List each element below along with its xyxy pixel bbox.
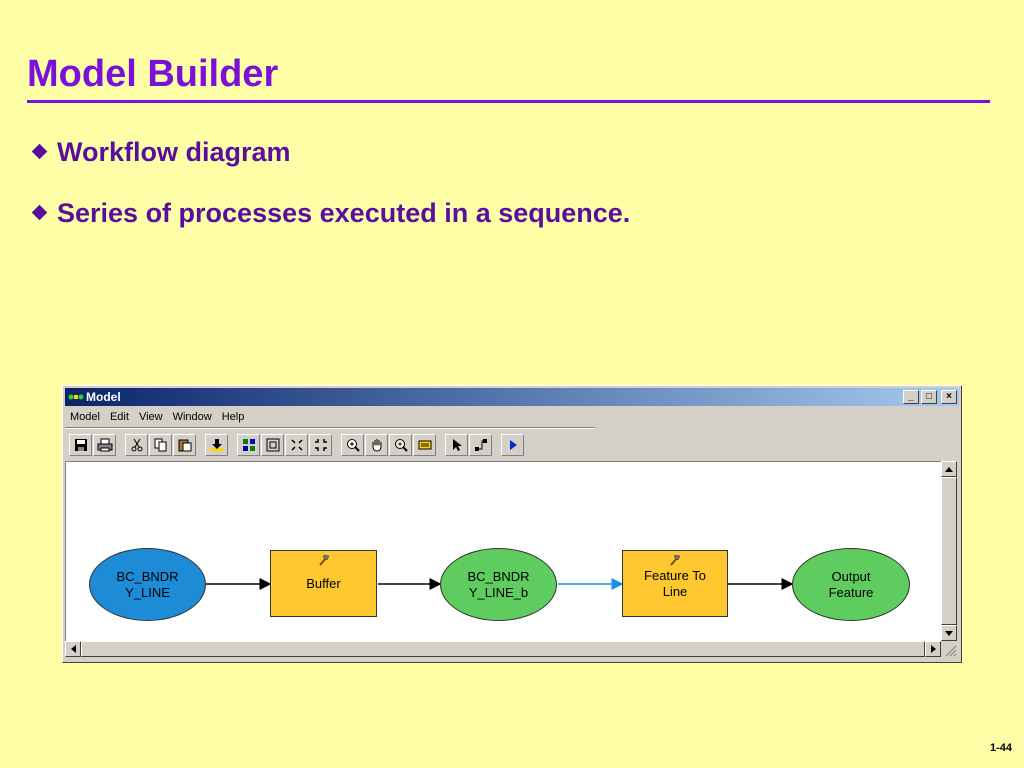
- window-titlebar[interactable]: Model _ □ ×: [65, 388, 959, 406]
- menu-model[interactable]: Model: [70, 411, 100, 423]
- scroll-left-button[interactable]: [65, 641, 81, 657]
- page-number: 1-44: [989, 742, 1012, 754]
- arrow-down-icon: [945, 630, 953, 636]
- pan-icon: [372, 439, 381, 452]
- cut-button[interactable]: [125, 434, 148, 456]
- paste-icon: [178, 439, 191, 452]
- output-data-node[interactable]: Output Feature: [792, 548, 910, 621]
- full-extent-button[interactable]: [261, 434, 284, 456]
- select-all-icon: [242, 439, 255, 451]
- menu-window[interactable]: Window: [172, 411, 212, 423]
- connect-icon: [474, 439, 487, 451]
- menu-bar: Model Edit View Window Help: [65, 408, 959, 427]
- scroll-thumb[interactable]: [941, 477, 957, 625]
- resize-grip[interactable]: [941, 641, 957, 657]
- cut-icon: [131, 438, 142, 452]
- model-canvas[interactable]: BC_BNDR Y_LINE Buffer BC_BNDR Y_LINE_b F…: [65, 461, 941, 641]
- arrow-left-icon: [70, 645, 76, 653]
- hammer-icon: [670, 554, 681, 566]
- copy-button[interactable]: [149, 434, 172, 456]
- minimize-button[interactable]: _: [903, 390, 919, 404]
- zoom-to-layer-button[interactable]: [389, 434, 412, 456]
- add-data-icon: [209, 439, 224, 451]
- close-button[interactable]: ×: [941, 390, 957, 404]
- arrow-right-icon: [930, 645, 936, 653]
- select-pointer-button[interactable]: [445, 434, 468, 456]
- window-title: Model: [86, 390, 121, 404]
- zoom-in-button[interactable]: [341, 434, 364, 456]
- save-icon: [74, 439, 87, 451]
- print-button[interactable]: [93, 434, 116, 456]
- select-all-button[interactable]: [237, 434, 260, 456]
- toolbar: [69, 433, 525, 457]
- vertical-scrollbar[interactable]: [941, 461, 957, 641]
- auto-layout-icon: [418, 440, 431, 450]
- diamond-bullet-icon: [31, 205, 48, 221]
- hammer-icon: [318, 554, 329, 566]
- connect-button[interactable]: [469, 434, 492, 456]
- bullet-text: Series of processes executed in a sequen…: [57, 198, 631, 228]
- scroll-up-button[interactable]: [941, 461, 957, 477]
- resize-grip-icon: [945, 645, 957, 657]
- node-label: Output Feature: [828, 568, 874, 600]
- scroll-down-button[interactable]: [941, 625, 957, 641]
- feature-to-line-tool-node[interactable]: Feature To Line: [622, 550, 728, 617]
- node-label: Feature To Line: [644, 567, 706, 599]
- bullet-item: Series of processes executed in a sequen…: [30, 196, 630, 230]
- print-icon: [97, 438, 112, 452]
- model-app-icon: [68, 394, 84, 400]
- zoom-to-layer-icon: [394, 439, 408, 452]
- zoom-in-icon: [346, 439, 360, 452]
- pan-button[interactable]: [365, 434, 388, 456]
- title-underline: [27, 100, 990, 103]
- derived-data-node[interactable]: BC_BNDR Y_LINE_b: [440, 548, 557, 621]
- maximize-button[interactable]: □: [921, 390, 937, 404]
- copy-icon: [154, 438, 166, 452]
- add-data-button[interactable]: [205, 434, 228, 456]
- diamond-bullet-icon: [31, 144, 48, 160]
- zoom-out-fixed-icon: [314, 439, 327, 451]
- node-label: BC_BNDR Y_LINE: [116, 568, 179, 600]
- menu-view[interactable]: View: [138, 411, 163, 423]
- bullet-item: Workflow diagram: [30, 135, 291, 169]
- menu-separator: [65, 427, 595, 429]
- paste-button[interactable]: [173, 434, 196, 456]
- full-extent-icon: [266, 438, 279, 452]
- connector-layer: [206, 578, 794, 590]
- slide-title: Model Builder: [27, 53, 279, 95]
- scroll-thumb[interactable]: [81, 641, 925, 657]
- scroll-right-button[interactable]: [925, 641, 941, 657]
- horizontal-scrollbar[interactable]: [65, 641, 941, 657]
- node-label: BC_BNDR Y_LINE_b: [467, 568, 530, 600]
- input-data-node[interactable]: BC_BNDR Y_LINE: [89, 548, 206, 621]
- select-pointer-icon: [452, 439, 462, 451]
- zoom-in-fixed-icon: [290, 439, 303, 451]
- menu-help[interactable]: Help: [221, 411, 245, 423]
- bullet-text: Workflow diagram: [57, 137, 291, 167]
- node-label: Buffer: [306, 575, 341, 591]
- buffer-tool-node[interactable]: Buffer: [270, 550, 377, 617]
- zoom-in-fixed-button[interactable]: [285, 434, 308, 456]
- run-button[interactable]: [501, 434, 524, 456]
- auto-layout-button[interactable]: [413, 434, 436, 456]
- save-button[interactable]: [69, 434, 92, 456]
- run-icon: [509, 440, 517, 450]
- menu-edit[interactable]: Edit: [109, 411, 129, 423]
- arrow-up-icon: [945, 466, 953, 472]
- zoom-out-fixed-button[interactable]: [309, 434, 332, 456]
